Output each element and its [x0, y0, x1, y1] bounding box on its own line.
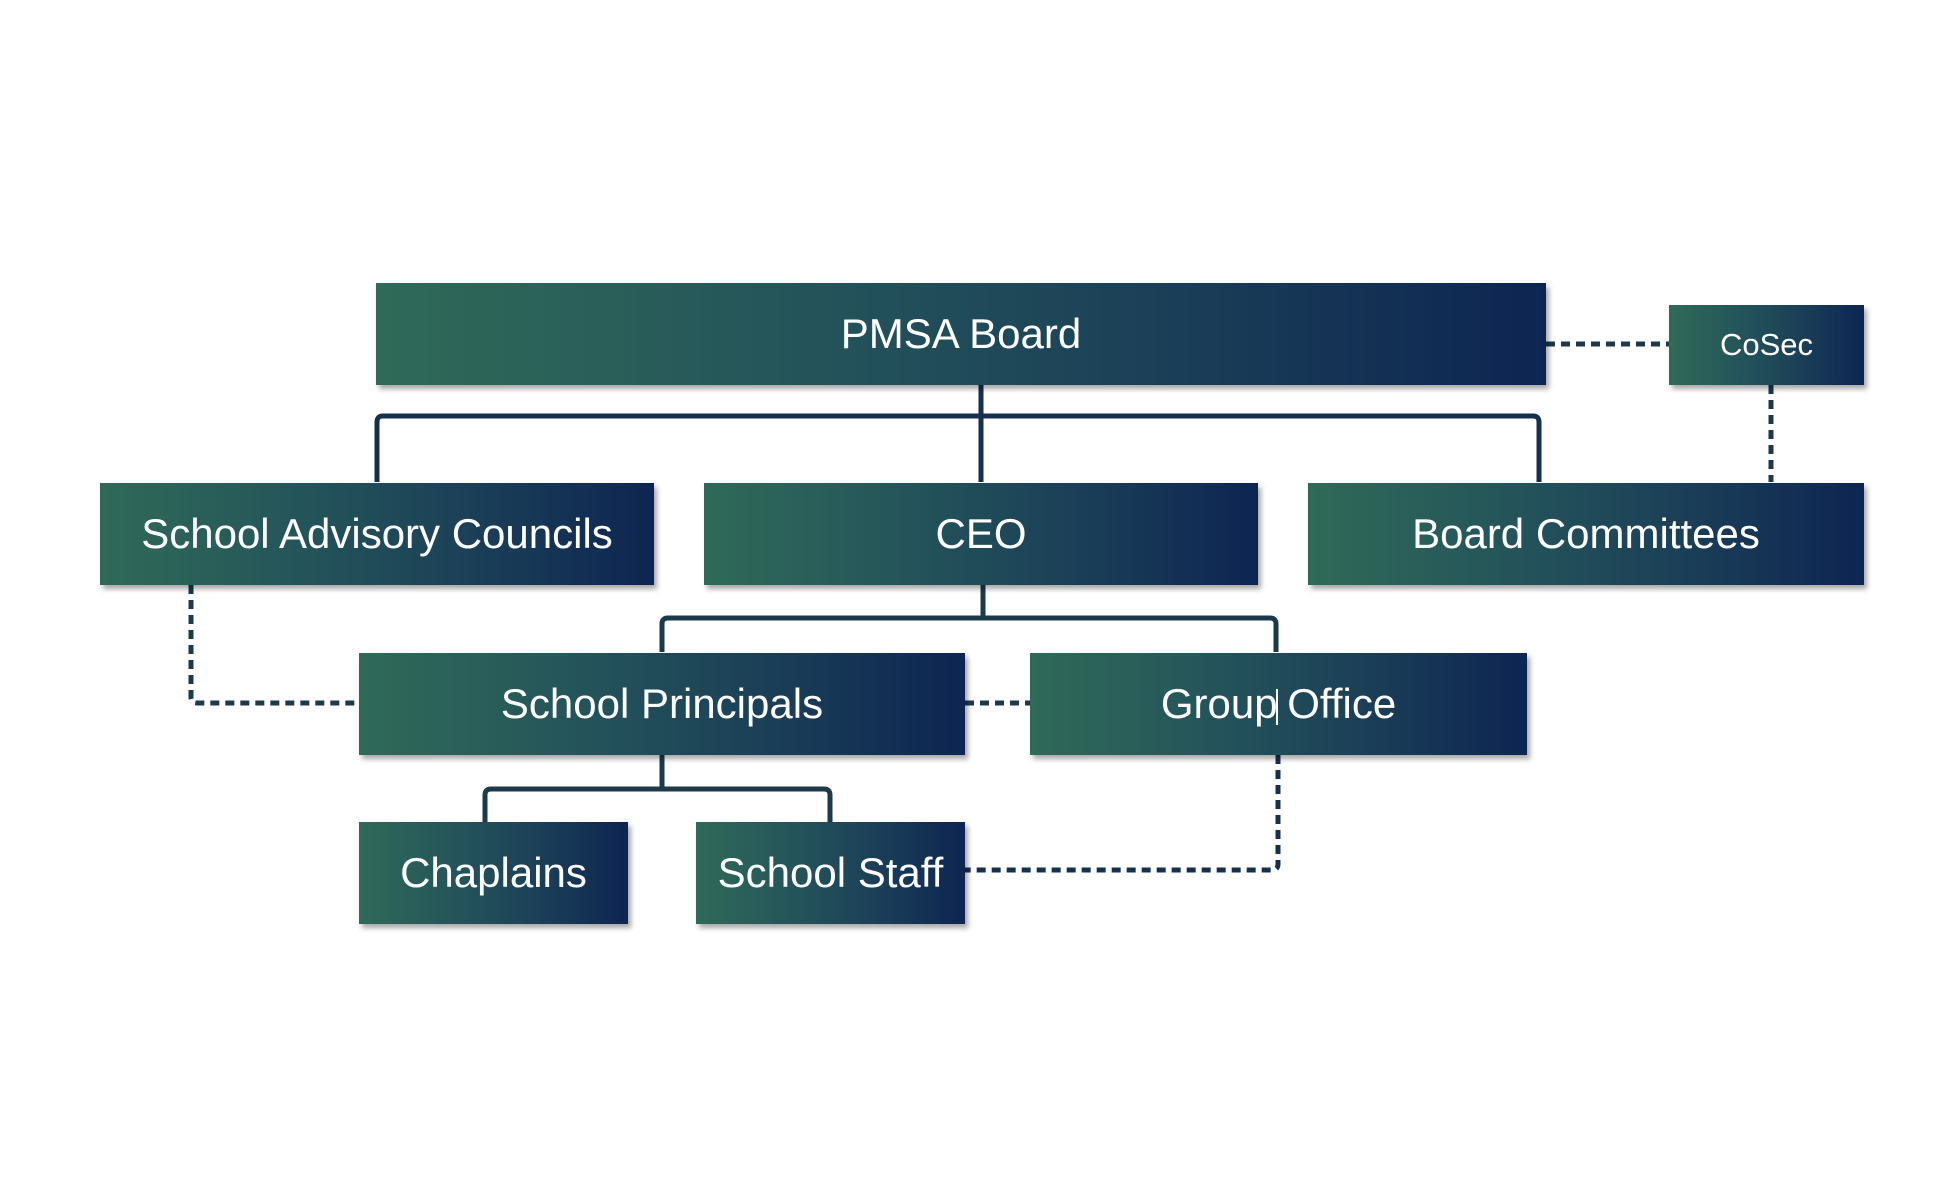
dashed-groupoffice-staff	[965, 755, 1281, 873]
node-group-office: Group Office	[1030, 653, 1527, 755]
connector-ceo-to-level3	[659, 585, 1279, 652]
node-pmsa-board-label: PMSA Board	[840, 310, 1082, 357]
node-school-principals-label: School Principals	[500, 680, 824, 727]
dashed-councils-principals	[188, 585, 359, 706]
node-group-office-label-part2: Office	[1287, 680, 1397, 727]
connector-board-to-level2	[374, 385, 1542, 482]
node-chaplains: Chaplains	[359, 822, 628, 924]
node-cosec-label: CoSec	[1719, 327, 1814, 362]
node-school-principals: School Principals	[359, 653, 965, 755]
node-board-committees-label: Board Committees	[1412, 510, 1760, 557]
node-group-office-label-part1: Group	[1160, 680, 1278, 727]
node-school-staff: School Staff	[696, 822, 965, 924]
node-group-office-label: Group Office	[1161, 680, 1396, 728]
node-school-advisory-councils: School Advisory Councils	[100, 483, 654, 585]
text-cursor-mark	[1275, 688, 1278, 725]
node-chaplains-label: Chaplains	[400, 849, 587, 896]
node-ceo: CEO	[704, 483, 1258, 585]
connector-principals-to-level4	[482, 755, 833, 822]
node-school-staff-label: School Staff	[717, 849, 944, 896]
node-school-advisory-councils-label: School Advisory Councils	[141, 510, 613, 557]
node-board-committees: Board Committees	[1308, 483, 1864, 585]
node-ceo-label: CEO	[935, 510, 1027, 557]
node-pmsa-board: PMSA Board	[376, 283, 1546, 385]
node-cosec: CoSec	[1669, 305, 1864, 385]
